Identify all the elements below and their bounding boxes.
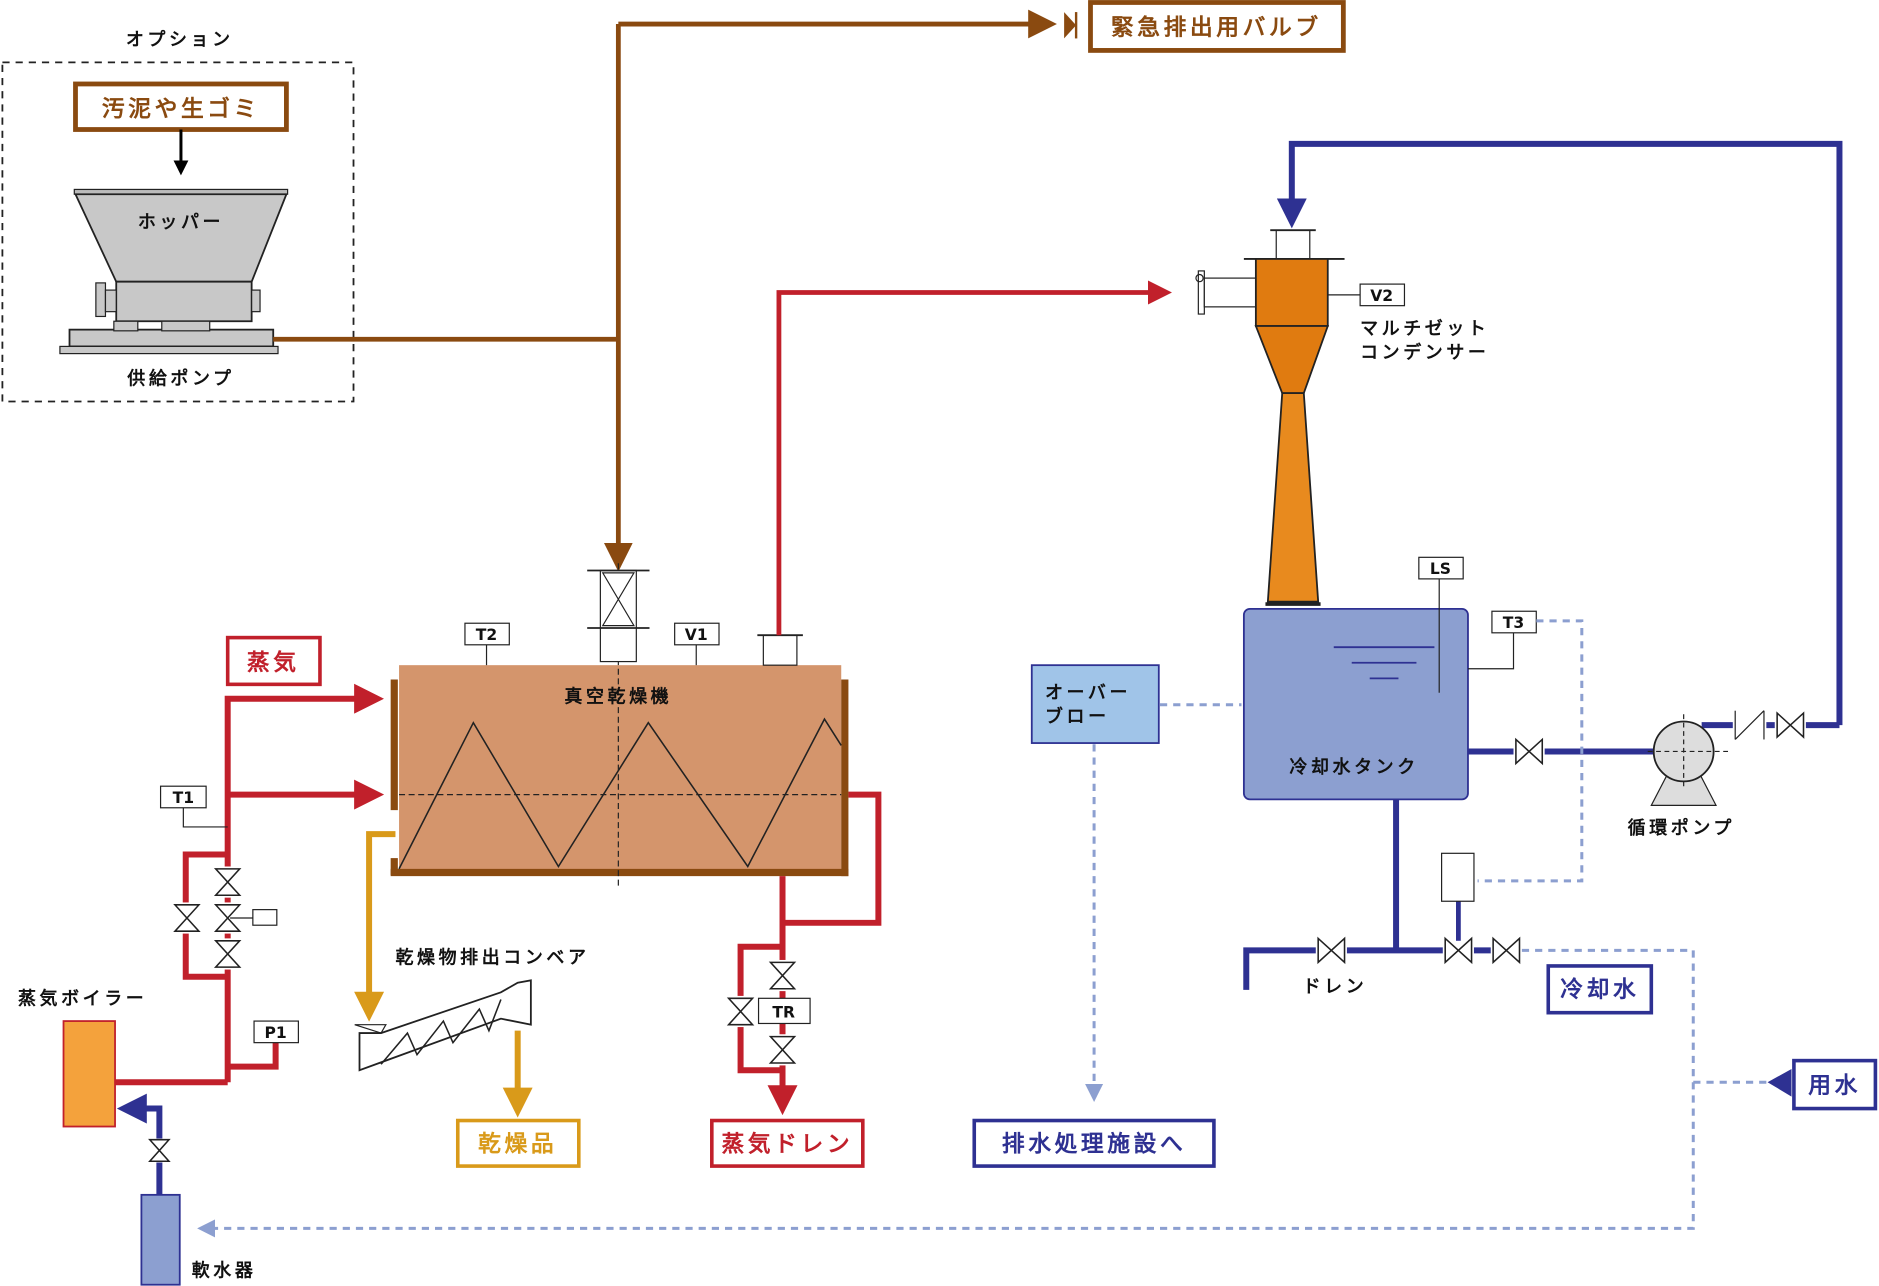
cooling-return-line [1276,140,1843,726]
ls-label: LS [1430,560,1451,578]
emergency-valve-icon [1064,12,1077,39]
softener-to-boiler-line [116,1093,163,1195]
dryer-label: 真空乾燥機 [564,685,672,707]
utility-water-box [1792,1058,1878,1111]
valve-icon [1774,710,1806,740]
hopper [73,188,289,323]
steam-lines [115,683,385,1086]
cooling-water-label: 冷却水 [1560,976,1639,1003]
valve-icon [1490,935,1522,965]
valve-icon [768,1034,797,1066]
drain-valve-icon [1315,935,1347,965]
water-softener [140,1193,181,1286]
utility-water-label: 用水 [1808,1073,1861,1099]
multi-jet-condenser [1195,229,1345,606]
valve-icon [213,938,243,970]
hopper-label: ホッパー [138,212,224,233]
t2-label: T2 [476,626,497,644]
valve-icon [172,902,202,934]
emergency-valve-box [1088,0,1346,53]
steam-drain-label: 蒸気ドレン [721,1131,853,1158]
steam-box [225,635,322,687]
cooling-water-tank [1242,607,1469,801]
circulation-pump-label: 循環ポンプ [1628,817,1735,839]
feed-pump [59,320,279,355]
overflow-label-2: ブロー [1045,706,1110,728]
t3-label: T3 [1503,614,1524,632]
product-label: 乾燥品 [478,1131,557,1158]
discharge-conveyor [354,979,532,1072]
emergency-valve-label: 緊急排出用バルブ [1111,14,1322,41]
steam-drain-box [710,1118,865,1168]
steam-trap-tag [757,997,811,1025]
overflow-box [1030,664,1160,744]
vapor-line [776,280,1172,636]
tank-label: 冷却水タンク [1289,756,1418,778]
conveyor-label: 乾燥物排出コンベア [395,947,589,969]
option-dashed-box [1,61,355,403]
valve-icon [726,995,755,1028]
ls-tag [1418,556,1464,580]
v2-label: V2 [1370,287,1393,305]
circulation-pump-icon [1647,714,1732,806]
valve-icon [1513,737,1545,766]
valve-icon [768,959,797,992]
solenoid-valve-icon [1441,852,1475,965]
p1-label: P1 [265,1024,287,1042]
product-discharge-line [354,831,396,1022]
wastewater-label: 排水処理施設へ [1002,1131,1186,1158]
feed-pump-label: 供給ポンプ [126,368,234,390]
steam-trap-label: TR [772,1003,795,1021]
sludge-input-box [73,81,289,132]
sludge-input-label: 汚泥や生ゴミ [102,95,260,122]
product-box [455,1118,581,1168]
valve-icon [213,866,243,898]
wastewater-box [972,1118,1216,1168]
steam-label: 蒸気 [247,649,300,676]
check-valve-icon [1732,710,1767,740]
steam-boiler-label: 蒸気ボイラー [18,987,147,1009]
dashed-signal-lines [197,619,1768,1238]
p1-tag [253,1020,299,1044]
valve-icon [148,1138,171,1163]
utility-water-arrow [1767,1069,1792,1097]
t1-label: T1 [173,789,194,807]
vacuum-dryer [390,563,849,890]
steam-boiler [62,1020,116,1128]
condenser-label-1: マルチゼット [1360,317,1489,339]
overflow-label-1: オーバー [1045,683,1131,704]
v1-label: V1 [685,626,708,644]
drain-header-line [1243,947,1520,990]
water-softener-label: 軟水器 [192,1259,257,1281]
drain-label: ドレン [1303,976,1368,997]
condenser-label-2: コンデンサー [1360,341,1489,363]
cooling-water-box [1546,964,1654,1015]
vapor-nozzle [762,634,798,666]
control-valve-icon [213,902,278,934]
dryer-inlet-valve-icon [587,569,650,663]
option-title: オプション [126,29,234,51]
